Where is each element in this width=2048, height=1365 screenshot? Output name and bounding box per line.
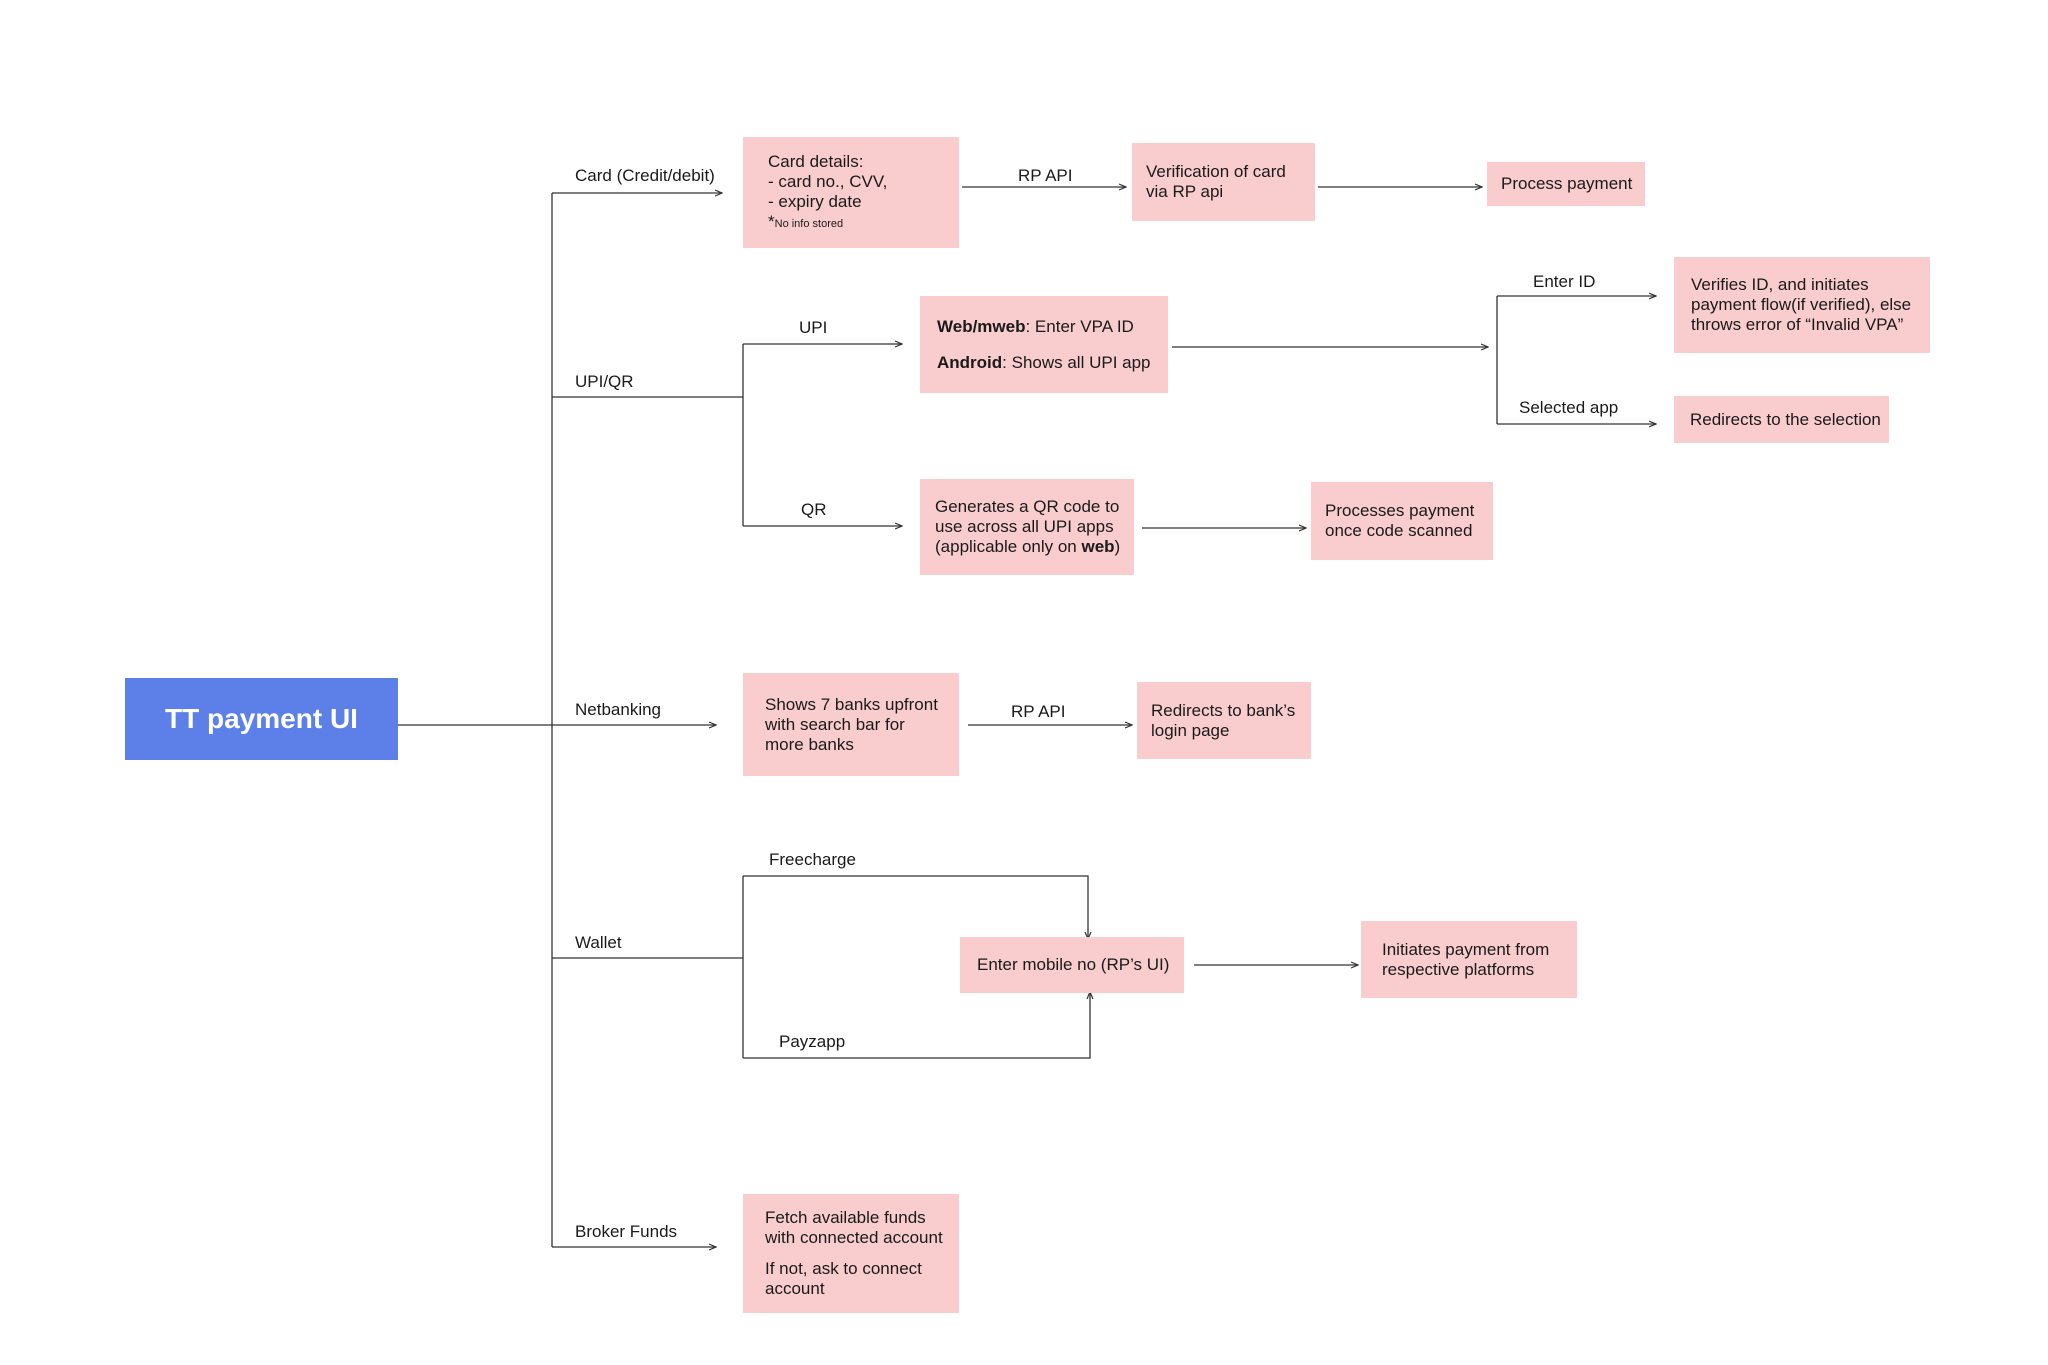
verification-line1: Verification of card [1146,162,1286,181]
processes-payment-line2: once code scanned [1325,521,1473,540]
redirects-selection-text: Redirects to the selection [1690,409,1881,429]
card-details-note: *No info stored [768,212,943,234]
netbanking-node: Shows 7 banks upfront with search bar fo… [743,673,959,776]
processes-payment-node: Processes payment once code scanned [1311,482,1493,560]
verification-node: Verification of card via RP api [1132,143,1315,221]
qr-line3-pre: (applicable only on [935,537,1082,556]
broker-line4: account [765,1279,825,1298]
edge-label-selected-app: Selected app [1519,398,1619,417]
edge-label-freecharge: Freecharge [769,850,856,869]
upi-android-rest: : Shows all UPI app [1002,352,1151,372]
branch-label-card: Card (Credit/debit) [575,166,715,185]
card-details-note-star: * [768,211,775,231]
initiates-line2: respective platforms [1382,959,1535,979]
root-node: TT payment UI [125,678,398,760]
verifies-line1: Verifies ID, and initiates [1691,275,1869,294]
connector-payzapp [743,992,1090,1059]
process-payment-node: Process payment [1487,162,1645,206]
branch-label-broker: Broker Funds [575,1222,678,1241]
initiates-line1: Initiates payment from [1382,939,1550,959]
card-details-note-text: No info stored [774,217,844,230]
qr-line1: Generates a QR code to [935,497,1120,516]
redirects-bank-node: Redirects to bank’s login page [1137,682,1311,759]
edge-label-rp-api-netbanking: RP API [1011,702,1066,721]
qr-node: Generates a QR code to use across all UP… [920,479,1134,575]
verification-line2: via RP api [1146,182,1224,201]
broker-line1: Fetch available funds [765,1208,926,1227]
edge-label-upi: UPI [799,318,828,337]
processes-payment-line1: Processes payment [1325,501,1475,520]
branch-label-upi-qr: UPI/QR [575,372,634,391]
edge-label-rp-api-card: RP API [1018,166,1073,185]
upi-web-rest: : Enter VPA ID [1025,316,1134,336]
upi-node: Web/mweb: Enter VPA ID Android: Shows al… [920,296,1168,393]
netbanking-line2: with search bar for [765,714,905,734]
qr-line2: use across all UPI apps [935,517,1114,536]
netbanking-line3: more banks [765,734,854,754]
qr-line3: (applicable only on web) [935,537,1121,557]
card-details-line3: - expiry date [768,191,862,211]
edge-label-enter-id: Enter ID [1533,272,1596,291]
edge-label-qr: QR [801,500,827,519]
qr-line3-bold: web [1081,537,1115,556]
card-details-line1: Card details: [768,151,864,171]
upi-web-bold: Web/mweb [937,316,1026,336]
card-details-node: Card details: - card no., CVV, - expiry … [743,137,959,248]
card-details-line2: - card no., CVV, [768,171,888,191]
broker-funds-node: Fetch available funds with connected acc… [743,1194,959,1313]
process-payment-text: Process payment [1501,174,1633,193]
edge-label-payzapp: Payzapp [779,1032,846,1051]
enter-mobile-node: Enter mobile no (RP’s UI) [960,937,1184,993]
initiates-payment-node: Initiates payment from respective platfo… [1361,921,1577,998]
qr-line3-post: ) [1114,537,1121,556]
branch-label-wallet: Wallet [575,933,622,952]
broker-line2: with connected account [765,1228,943,1247]
upi-android-line: Android: Shows all UPI app [937,353,1152,373]
verifies-line3: throws error of “Invalid VPA” [1691,315,1904,334]
branch-label-netbanking: Netbanking [575,700,662,719]
upi-android-bold: Android [937,352,1003,372]
redirects-bank-line1: Redirects to bank’s [1151,700,1296,720]
upi-web-line: Web/mweb: Enter VPA ID [937,317,1152,337]
broker-line3: If not, ask to connect [765,1259,922,1278]
verifies-id-node: Verifies ID, and initiates payment flow(… [1674,257,1930,353]
netbanking-line1: Shows 7 banks upfront [765,694,938,714]
enter-mobile-text: Enter mobile no (RP’s UI) [977,955,1170,974]
connector-freecharge [743,875,1088,939]
verifies-line2: payment flow(if verified), else [1691,295,1912,314]
redirects-selection-node: Redirects to the selection [1674,396,1889,443]
redirects-bank-line2: login page [1151,720,1230,740]
